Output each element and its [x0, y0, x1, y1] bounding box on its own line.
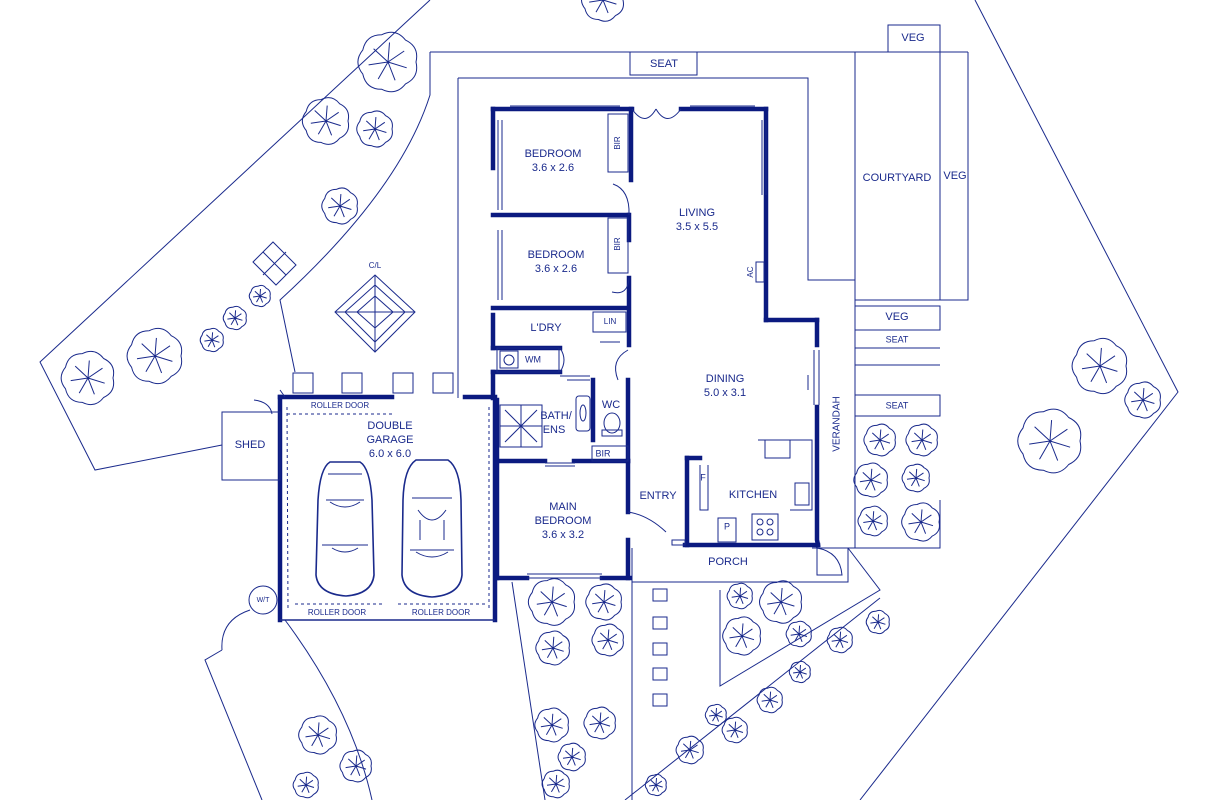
- tree-icon: [356, 110, 393, 148]
- tree-icon: [901, 463, 930, 493]
- kitchen-label: KITCHEN: [729, 489, 777, 501]
- bir-1-label: BIR: [613, 136, 622, 150]
- veg-top-label: VEG: [901, 32, 924, 44]
- bir-3-label: BIR: [595, 448, 611, 458]
- landscape-trees: [60, 0, 1161, 799]
- laundry-label: L'DRY: [530, 322, 562, 334]
- main-bedroom-label-line1: MAIN: [549, 501, 577, 513]
- tree-icon: [901, 502, 940, 542]
- tree-icon: [321, 187, 358, 225]
- tree-icon: [541, 769, 570, 799]
- tree-icon: [721, 716, 748, 744]
- living-size: 3.5 x 5.5: [676, 221, 718, 233]
- courtyard-label: COURTYARD: [863, 172, 932, 184]
- tree-icon: [292, 771, 319, 799]
- tree-icon: [357, 31, 418, 93]
- seat-right-1-label: SEAT: [886, 334, 909, 344]
- wm-label: WM: [525, 354, 541, 364]
- fridge-label: F: [700, 472, 706, 482]
- tree-icon: [865, 609, 890, 635]
- garage-label-line2: GARAGE: [366, 434, 413, 446]
- bath-label-line2: ENS: [543, 424, 566, 436]
- pantry-label: P: [724, 521, 730, 531]
- seat-top-label: SEAT: [650, 58, 678, 70]
- tree-icon: [788, 660, 811, 684]
- wc-label: WC: [602, 399, 620, 411]
- clothesline-label: C/L: [369, 261, 382, 270]
- shed-label: SHED: [235, 439, 266, 451]
- roller-door-top-label: ROLLER DOOR: [311, 401, 369, 410]
- bedroom-2-size: 3.6 x 2.6: [535, 263, 577, 275]
- dining-label: DINING: [706, 373, 745, 385]
- verandah-label: VERANDAH: [832, 396, 843, 452]
- tree-icon: [853, 462, 888, 498]
- tree-icon: [785, 620, 812, 648]
- tree-icon: [126, 327, 183, 385]
- ac-label: AC: [746, 266, 755, 277]
- house-walls: [490, 106, 821, 581]
- tree-icon: [581, 0, 624, 22]
- roller-door-left-label: ROLLER DOOR: [308, 608, 366, 617]
- tree-icon: [199, 327, 224, 353]
- stepping-stones: [652, 588, 668, 707]
- tree-icon: [339, 749, 372, 783]
- bedroom-2-label: BEDROOM: [528, 249, 585, 261]
- tree-icon: [726, 582, 753, 610]
- tree-icon: [585, 583, 622, 621]
- clothesline: [252, 241, 416, 353]
- room-labels: BEDROOM 3.6 x 2.6 BIR BEDROOM 3.6 x 2.6 …: [235, 32, 967, 617]
- car-right: [401, 459, 463, 598]
- tree-icon: [301, 97, 350, 145]
- tree-icon: [704, 703, 727, 727]
- bath-label-line1: BATH/: [540, 410, 573, 422]
- tree-icon: [222, 305, 247, 331]
- tree-icon: [905, 423, 938, 457]
- tree-icon: [248, 284, 271, 308]
- garage-size: 6.0 x 6.0: [369, 448, 411, 460]
- tree-icon: [583, 706, 616, 740]
- tree-icon: [1071, 337, 1128, 395]
- tree-icon: [756, 686, 783, 714]
- tree-icon: [527, 578, 576, 626]
- veg-right-label: VEG: [943, 170, 966, 182]
- main-bedroom-label-line2: BEDROOM: [535, 515, 592, 527]
- water-tank-label: W/T: [257, 597, 271, 604]
- courtyard: [854, 51, 941, 301]
- lin-label: LIN: [604, 317, 617, 326]
- tree-icon: [591, 623, 624, 657]
- bir-2-label: BIR: [613, 237, 622, 251]
- veg-mid-label: VEG: [885, 311, 908, 323]
- tree-icon: [759, 580, 802, 624]
- dining-size: 5.0 x 3.1: [704, 387, 746, 399]
- tree-icon: [535, 630, 570, 666]
- tree-icon: [675, 735, 704, 765]
- bedroom-1-size: 3.6 x 2.6: [532, 162, 574, 174]
- entry-label: ENTRY: [639, 490, 677, 502]
- roller-door-right-label: ROLLER DOOR: [412, 608, 470, 617]
- tree-icon: [722, 616, 761, 656]
- car-left: [315, 461, 375, 597]
- tree-icon: [1017, 408, 1082, 474]
- site-boundary: [39, 0, 1179, 800]
- tree-icon: [644, 773, 667, 797]
- tree-icon: [1124, 381, 1161, 419]
- tree-icon: [298, 715, 337, 755]
- bedroom-1-label: BEDROOM: [525, 148, 582, 160]
- tree-icon: [557, 742, 586, 772]
- main-bedroom-size: 3.6 x 3.2: [542, 529, 584, 541]
- interior-details: [496, 105, 820, 579]
- living-label: LIVING: [679, 207, 715, 219]
- tree-icon: [826, 626, 853, 654]
- tree-icon: [857, 505, 888, 537]
- garage-label-line1: DOUBLE: [367, 420, 412, 432]
- seat-right-2-label: SEAT: [886, 400, 909, 410]
- tree-icon: [863, 423, 896, 457]
- doors: [559, 108, 843, 576]
- tree-icon: [534, 707, 569, 743]
- porch-label: PORCH: [708, 556, 748, 568]
- tree-icon: [60, 350, 115, 406]
